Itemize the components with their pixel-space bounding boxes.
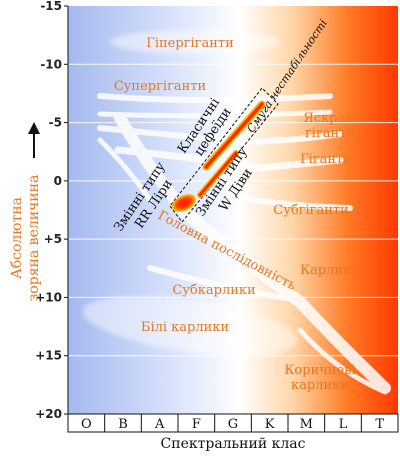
subgiant-band [237,195,353,211]
x-tick-label: A [154,417,165,432]
subdwarfs-label: Субкарлики [172,283,255,298]
hypergiants-label: Гіпергіганти [146,36,234,51]
y-tick-label: -10 [40,57,62,71]
subdwarf-band [147,265,303,303]
w-virginis-track [198,151,238,197]
white-dwarf-band [82,296,298,356]
bright-giants-label-2: гіганти [305,126,355,141]
subgiants-label: Субгіганти [273,203,348,218]
y-ticks: -15 -10 -5 0 +5 +10 +15 +20 [35,0,68,421]
x-tick-label: G [228,417,238,432]
bright-giants-label-1: Яскраві [303,111,356,126]
x-axis-box [67,413,399,433]
x-axis-label: Спектральний клас [161,436,306,452]
x-tick-label: T [375,417,384,432]
luminosity-bands [82,30,391,395]
brown-dwarfs-label-2: карлики [291,378,349,393]
y-axis-label-line1: Абсолютна [9,197,25,279]
y-tick-label: +15 [35,349,62,363]
y-axis-label-line2: зоряна величина [26,175,42,302]
y-tick-label: +5 [44,232,62,246]
x-tick-label: L [339,417,348,432]
x-tick-label: K [265,417,275,432]
y-axis-arrow-icon [28,122,40,158]
giant-band-2 [97,137,153,203]
y-tick-label: +20 [35,407,62,421]
low-mass-band [297,327,388,395]
giant-band-1 [114,146,344,172]
supergiant-band-1 [97,93,333,103]
x-tick-label: M [300,417,313,432]
main-sequence-band-inner [135,145,313,313]
brown-dwarfs-label-1: Коричневі [284,363,355,378]
x-tick-label: O [81,417,92,432]
rr-lyrae-blob [171,194,197,212]
white-dwarfs-label: Білі карлики [141,320,229,335]
y-tick-label: 0 [54,174,62,188]
cepheid-track [204,102,264,169]
y-tick-label: -15 [40,0,62,13]
y-tick-label: +10 [35,290,62,304]
instability-strip-group [169,87,279,223]
x-tick-label: B [118,417,128,432]
supergiant-band-2 [97,109,333,119]
giants-label: Гіганти [300,152,352,167]
hypergiant-band [110,30,280,54]
y-tick-label: -5 [49,116,62,130]
x-tick-label: F [192,417,201,432]
supergiants-label: Супергіганти [114,79,206,94]
dwarfs-label: Карлики [300,263,360,278]
instability-strip-outline [169,87,279,223]
